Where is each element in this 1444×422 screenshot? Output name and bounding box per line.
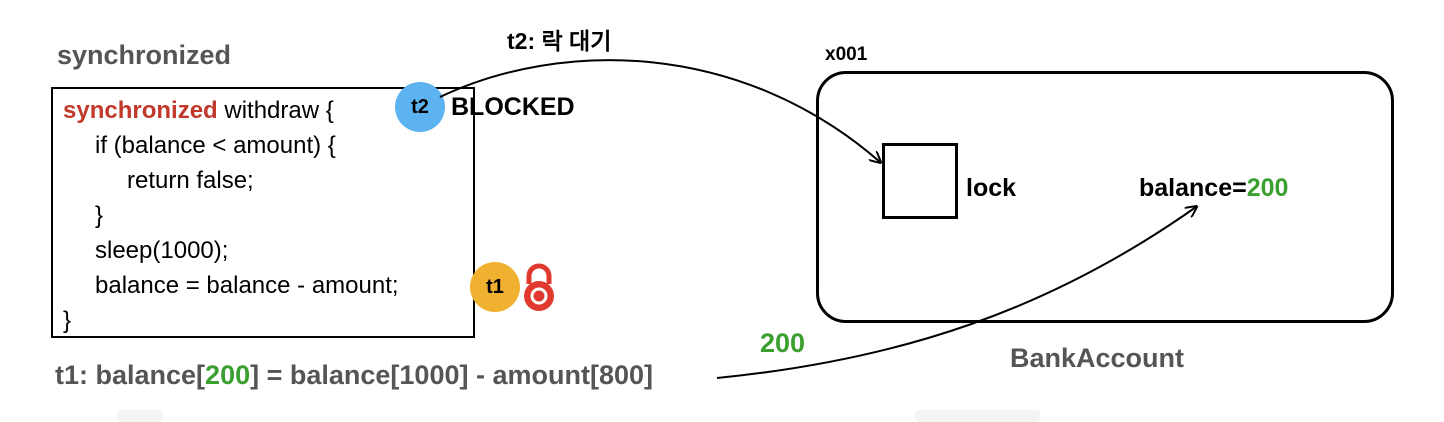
- equation-result: 200: [205, 360, 251, 390]
- bank-account-box: [816, 71, 1394, 323]
- code-line-2: if (balance < amount) {: [95, 132, 336, 159]
- t2-to-lock-arrow: [439, 59, 880, 162]
- faint-artifact-left: [117, 410, 163, 422]
- balance-field: balance=200: [1139, 174, 1288, 203]
- code-line-4: }: [95, 202, 104, 229]
- code-line-5: sleep(1000);: [95, 237, 229, 264]
- page-title: synchronized: [57, 40, 232, 70]
- t1-thread-badge: t1: [470, 262, 520, 312]
- code-line-3: return false;: [127, 167, 254, 194]
- equation-rest: ] = balance[1000] - amount[800]: [250, 360, 653, 390]
- lock-icon: [524, 263, 554, 311]
- code-block: synchronized withdraw { if (balance < am…: [51, 87, 475, 338]
- code-line-6: balance = balance - amount;: [95, 272, 399, 299]
- object-id-label: x001: [825, 44, 868, 65]
- synchronized-keyword: synchronized: [63, 97, 218, 124]
- t2-wait-label: t2: 락 대기: [507, 28, 612, 54]
- flow-value-label: 200: [760, 328, 806, 358]
- balance-prefix: balance=: [1139, 174, 1247, 202]
- t2-thread-badge: t2: [395, 82, 445, 132]
- method-signature: withdraw {: [217, 97, 334, 124]
- t2-state-label: BLOCKED: [451, 93, 575, 121]
- balance-value: 200: [1246, 174, 1289, 202]
- class-name-label: BankAccount: [1010, 343, 1185, 373]
- t1-equation: t1: balance[200] = balance[1000] - amoun…: [55, 360, 653, 391]
- monitor-lock-square: [882, 143, 958, 219]
- code-line-7: }: [63, 307, 72, 334]
- equation-prefix: t1: balance[: [55, 360, 206, 390]
- code-line-1: synchronized withdraw {: [63, 97, 334, 125]
- lock-label: lock: [966, 174, 1017, 202]
- t1-to-balance-arrow: [716, 207, 1196, 379]
- faint-artifact-right: [915, 410, 1040, 422]
